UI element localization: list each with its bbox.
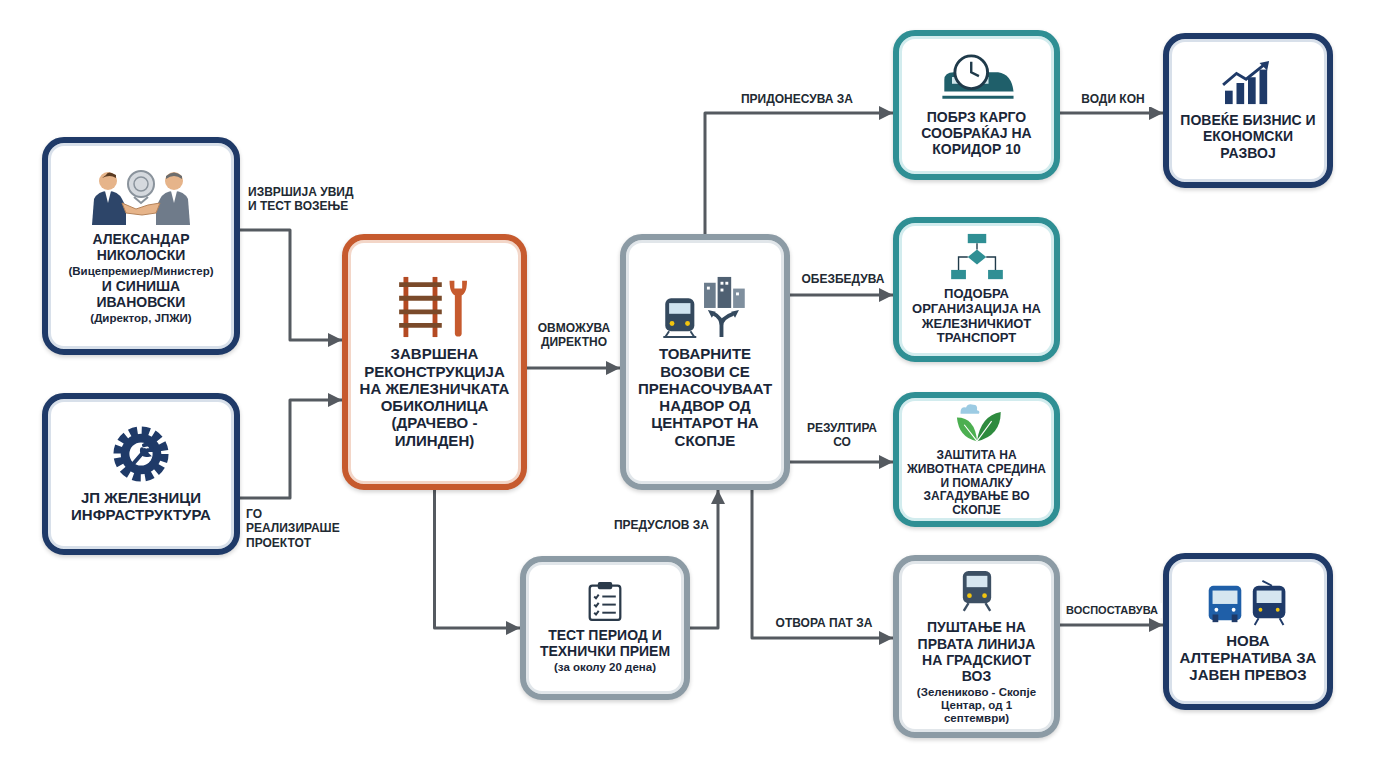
edge-label: ИЗВРШИЈА УВИД И ТЕСТ ВОЗЕЊЕ (245, 184, 357, 215)
icon-graphic (118, 431, 164, 477)
process-box: ЗАШТИТА НА ЖИВОТНАТА СРЕДИНА И ПОМАЛКУ З… (893, 392, 1060, 527)
icon (949, 401, 1005, 443)
icon (661, 275, 749, 339)
connector-arrow (1060, 624, 1163, 627)
icon-graphic (962, 572, 990, 612)
node-text: ТОВАРНИТЕ ВОЗОВИ СЕ ПРЕНАСОЧУВААТ НАДВОР… (634, 345, 776, 449)
node-subtext: (Зелениково - Скопје Центар, од 1 септем… (907, 686, 1046, 726)
icon (587, 581, 623, 621)
connector-arrow (690, 490, 718, 628)
node-text: ЗАШТИТА НА ЖИВОТНАТА СРЕДИНА И ПОМАЛКУ З… (907, 449, 1046, 518)
node-text: ЗАВРШЕНА РЕКОНСТРУКЦИЈА НА ЖЕЛЕЗНИЧКАТА … (356, 345, 513, 449)
edge-label: ГО РЕАЛИЗИРАШЕ ПРОЕКТОТ (243, 506, 361, 551)
connector-arrow (1060, 112, 1163, 115)
edge-label: ПРИДОНЕСУВА ЗА (732, 91, 862, 107)
node-text: ЈП ЖЕЛЕЗНИЦИ ИНФРАСТРУКТУРА (56, 489, 226, 524)
icon (960, 567, 994, 613)
node-text: ПОВЕЌЕ БИЗНИС И ЕКОНОМСКИ РАЗВОЈ (1177, 112, 1319, 160)
edge-label: ОБЕЗБЕДУВА (796, 271, 890, 287)
icon-graphic (1209, 581, 1286, 625)
process-box: ЗАВРШЕНА РЕКОНСТРУКЦИЈА НА ЖЕЛЕЗНИЧКАТА … (342, 234, 527, 490)
icon (396, 275, 474, 339)
node-text: АЛЕКСАНДАР НИКОЛОСКИ (56, 231, 226, 263)
process-box: ТОВАРНИТЕ ВОЗОВИ СЕ ПРЕНАСОЧУВААТ НАДВОР… (620, 234, 790, 490)
icon-graphic (399, 277, 467, 337)
edge-label: РЕЗУЛТИРА СО (800, 420, 884, 451)
icon (1204, 580, 1292, 626)
process-box: НОВА АЛТЕРНАТИВА ЗА ЈАВЕН ПРЕВОЗ (1163, 553, 1333, 710)
edge-label: ОВМОЖУВА ДИРЕКТНО (532, 320, 616, 351)
node-text: ПОДОБРА ОРГАНИЗАЦИЈА НА ЖЕЛЕЗНИЧКИОТ ТРА… (907, 287, 1046, 347)
icon (86, 167, 196, 225)
icon-graphic (1223, 61, 1269, 104)
icon-graphic (663, 277, 744, 337)
icon-graphic (942, 56, 1013, 97)
edge-label: ВОДИ КОН (1068, 91, 1158, 107)
icon-graphic (951, 234, 1003, 279)
node-text: И СИНИША ИВАНОВСКИ (56, 278, 226, 310)
node-text: НОВА АЛТЕРНАТИВА ЗА ЈАВЕН ПРЕВОЗ (1177, 632, 1319, 684)
connector-arrow (240, 400, 342, 498)
node-text: ПОБРЗ КАРГО СООБРАЌАЈ НА КОРИДОР 10 (907, 109, 1046, 157)
connector-arrow (705, 113, 893, 234)
icon (112, 425, 170, 483)
icon (949, 233, 1005, 281)
process-box: ПУШТАЊЕ НА ПРВАТА ЛИНИЈА НА ГРАДСКИОТ ВО… (893, 555, 1060, 738)
connector-arrow (790, 461, 893, 464)
process-box: ПОБРЗ КАРГО СООБРАЌАЈ НА КОРИДОР 10 (893, 30, 1060, 180)
icon-graphic (590, 582, 621, 620)
icon-graphic (956, 404, 1000, 441)
node-subtext: (за околу 20 дена) (554, 661, 656, 674)
icon-graphic (92, 171, 190, 225)
edge-label: ВОСПОСТАВУВА (1062, 603, 1162, 618)
connector-arrow (240, 230, 342, 340)
process-box: ПОВЕЌЕ БИЗНИС И ЕКОНОМСКИ РАЗВОЈ (1163, 33, 1333, 188)
edge-label: ОТВОРА ПАТ ЗА (760, 615, 888, 631)
process-box: АЛЕКСАНДАР НИКОЛОСКИ (Вицепремиер/Министе… (42, 137, 240, 355)
connector-arrow (752, 490, 893, 638)
icon (1219, 60, 1277, 106)
process-box: ЈП ЖЕЛЕЗНИЦИ ИНФРАСТРУКТУРА (42, 393, 240, 555)
node-text: ПУШТАЊЕ НА ПРВАТА ЛИНИЈА НА ГРАДСКИОТ ВО… (907, 619, 1046, 683)
connector-arrow (527, 367, 620, 370)
edge-label: ПРЕДУСЛОВ ЗА (598, 517, 712, 533)
process-box: ПОДОБРА ОРГАНИЗАЦИЈА НА ЖЕЛЕЗНИЧКИОТ ТРА… (893, 217, 1060, 362)
process-box: ТЕСТ ПЕРИОД И ТЕХНИЧКИ ПРИЕМ (за околу 20… (520, 556, 690, 700)
node-text: ТЕСТ ПЕРИОД И ТЕХНИЧКИ ПРИЕМ (534, 627, 676, 659)
connector-arrow (435, 490, 521, 628)
connector-arrow (790, 294, 893, 297)
node-subtext: (Директор, ЈПЖИ) (90, 312, 191, 325)
node-subtext: (Вицепремиер/Министер) (68, 265, 213, 278)
icon (938, 53, 1016, 103)
